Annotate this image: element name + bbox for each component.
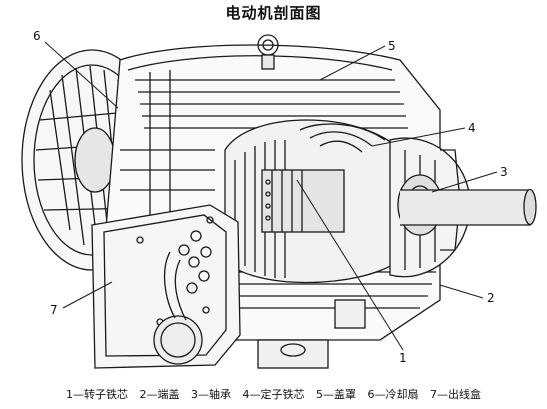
callout-3: 3	[500, 165, 508, 179]
legend-item-2: 2—端盖	[139, 388, 180, 401]
callout-5: 5	[388, 39, 396, 53]
callout-6: 6	[33, 29, 41, 43]
motor-shaft	[400, 188, 537, 226]
callout-1: 1	[399, 351, 407, 365]
diagram-title: 电动机剖面图	[225, 4, 322, 22]
leader-lines	[44, 41, 498, 351]
callout-2: 2	[487, 291, 495, 305]
legend-item-4: 4—定子铁芯	[242, 388, 305, 401]
callout-7: 7	[50, 303, 58, 317]
rotor-core	[261, 169, 345, 233]
legend-item-1: 1—转子铁芯	[66, 388, 128, 401]
legend-item-5: 5—盖罩	[316, 388, 356, 401]
parts-legend: 1—转子铁芯 2—端盖 3—轴承 4—定子铁芯 5—盖罩 6—冷却扇 7—出线盒	[0, 386, 547, 402]
legend-item-7: 7—出线盒	[430, 388, 481, 401]
legend-item-3: 3—轴承	[191, 388, 231, 401]
terminal-box	[91, 204, 241, 369]
mounting-feet	[257, 299, 366, 369]
callout-4: 4	[468, 121, 476, 135]
legend-item-6: 6—冷却扇	[367, 388, 419, 401]
lifting-eye	[257, 34, 279, 70]
